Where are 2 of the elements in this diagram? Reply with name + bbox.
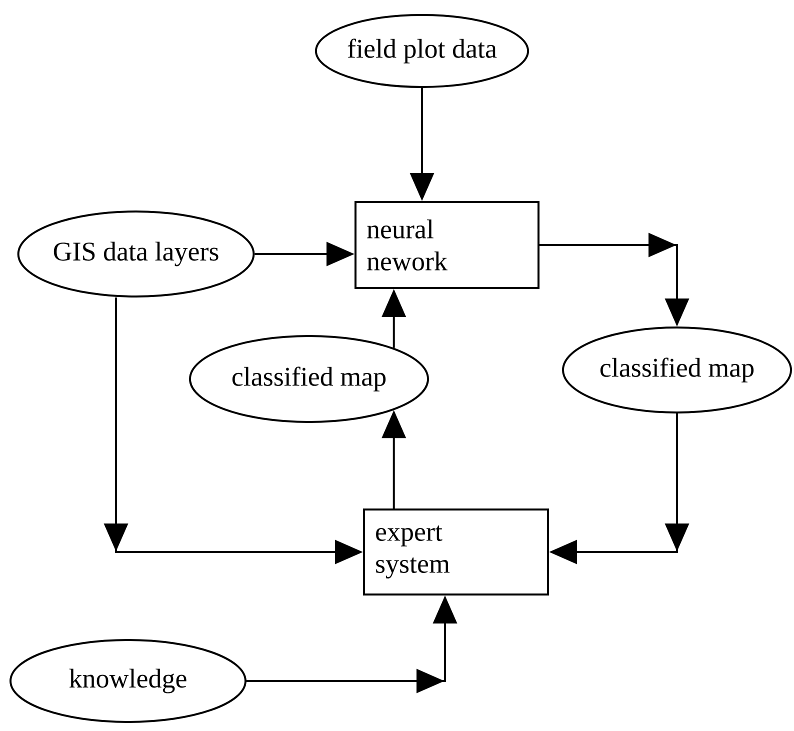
process-box: expert system [363, 508, 549, 596]
process-box: neural nework [354, 201, 540, 289]
